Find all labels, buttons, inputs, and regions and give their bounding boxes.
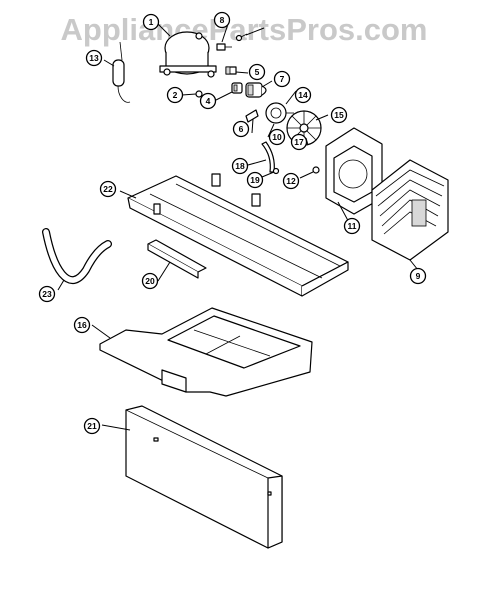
- svg-text:2: 2: [173, 90, 178, 100]
- callout-18: 18: [231, 157, 249, 175]
- svg-text:23: 23: [42, 289, 52, 299]
- callout-12: 12: [282, 172, 300, 190]
- relay-part: [225, 66, 237, 75]
- svg-text:4: 4: [206, 96, 211, 106]
- svg-text:20: 20: [145, 276, 155, 286]
- svg-text:11: 11: [348, 221, 357, 231]
- svg-text:15: 15: [334, 110, 344, 120]
- svg-text:18: 18: [235, 161, 245, 171]
- svg-text:1: 1: [149, 17, 154, 27]
- leader-lines: [57, 23, 419, 431]
- drain-hose-part: [42, 228, 112, 284]
- front-panel-part: [125, 405, 283, 549]
- svg-text:13: 13: [89, 53, 99, 63]
- fan-motor-part: [245, 82, 267, 98]
- svg-text:14: 14: [298, 90, 308, 100]
- svg-text:21: 21: [87, 421, 97, 431]
- shroud-strip-part: [261, 141, 275, 173]
- callout-6: 6: [232, 120, 250, 138]
- nut-part: [312, 166, 320, 174]
- callout-11: 11: [343, 217, 361, 235]
- svg-text:17: 17: [294, 137, 304, 147]
- callout-10: 10: [268, 128, 286, 146]
- compressor-part: [159, 31, 217, 78]
- svg-text:22: 22: [103, 184, 113, 194]
- callout-15: 15: [330, 106, 348, 124]
- callout-4: 4: [199, 92, 217, 110]
- drain-pan-part: [99, 307, 313, 397]
- callout-7: 7: [273, 70, 291, 88]
- svg-text:8: 8: [220, 15, 225, 25]
- base-plate-part: [127, 173, 349, 297]
- svg-text:16: 16: [77, 320, 87, 330]
- callout-13: 13: [85, 49, 103, 67]
- connector-part: [216, 43, 232, 51]
- callout-8: 8: [213, 11, 231, 29]
- svg-text:7: 7: [280, 74, 285, 84]
- evaporator-motor-part: [265, 102, 294, 124]
- overload-part: [231, 82, 243, 94]
- callout-22: 22: [99, 180, 117, 198]
- condenser-coil-part: [371, 159, 449, 261]
- fan-shroud-part: [325, 127, 383, 215]
- svg-text:9: 9: [416, 271, 421, 281]
- callout-14: 14: [294, 86, 312, 104]
- callout-9: 9: [409, 267, 427, 285]
- drier-part: [112, 41, 131, 103]
- svg-text:12: 12: [286, 176, 296, 186]
- svg-text:5: 5: [255, 67, 260, 77]
- callout-1: 1: [142, 13, 160, 31]
- callout-19: 19: [246, 171, 264, 189]
- callout-17: 17: [290, 133, 308, 151]
- svg-text:6: 6: [239, 124, 244, 134]
- grommet-part: [195, 90, 203, 98]
- callout-21: 21: [83, 417, 101, 435]
- callout-20: 20: [141, 272, 159, 290]
- screw-part: [235, 33, 248, 42]
- callout-23: 23: [38, 285, 56, 303]
- svg-text:19: 19: [250, 175, 260, 185]
- screw-19-part: [272, 167, 280, 175]
- watermark: AppliancePartsPros.com: [61, 12, 428, 47]
- callout-5: 5: [248, 63, 266, 81]
- bracket-part: [245, 109, 259, 123]
- callout-16: 16: [73, 316, 91, 334]
- svg-text:10: 10: [272, 132, 282, 142]
- callout-2: 2: [166, 86, 184, 104]
- rail-part: [147, 239, 207, 279]
